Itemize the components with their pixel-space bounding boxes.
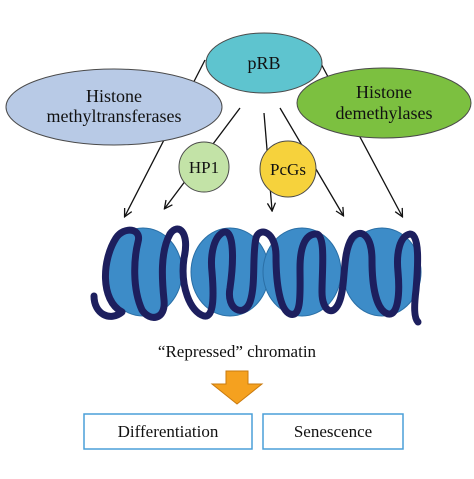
histone-methyltransferases-line1: Histone — [86, 86, 142, 106]
outcome-label: Senescence — [294, 422, 372, 441]
histone-methyltransferases-node: Histone methyltransferases — [5, 68, 223, 146]
histone-demethylases-line2: demethylases — [336, 103, 433, 123]
hp1-node: HP1 — [178, 141, 230, 193]
prb-label: pRB — [247, 53, 280, 73]
repressed-chromatin: “Repressed” chromatin — [90, 225, 422, 361]
pcgs-label: PcGs — [270, 160, 306, 179]
histone-demethylases-line1: Histone — [356, 82, 412, 102]
outcome-differentiation: Differentiation — [83, 413, 253, 450]
nucleosome — [342, 227, 422, 317]
outcome-label: Differentiation — [118, 422, 219, 441]
histone-methyltransferases-line2: methyltransferases — [47, 106, 182, 126]
outcome-senescence: Senescence — [262, 413, 404, 450]
pcgs-node: PcGs — [259, 140, 317, 198]
hp1-label: HP1 — [189, 158, 219, 177]
histone-demethylases-node: Histone demethylases — [296, 67, 472, 139]
dna-strand — [90, 225, 422, 326]
outcome-arrow — [210, 370, 264, 405]
prb-node: pRB — [205, 32, 323, 94]
chromatin-label: “Repressed” chromatin — [158, 342, 317, 361]
